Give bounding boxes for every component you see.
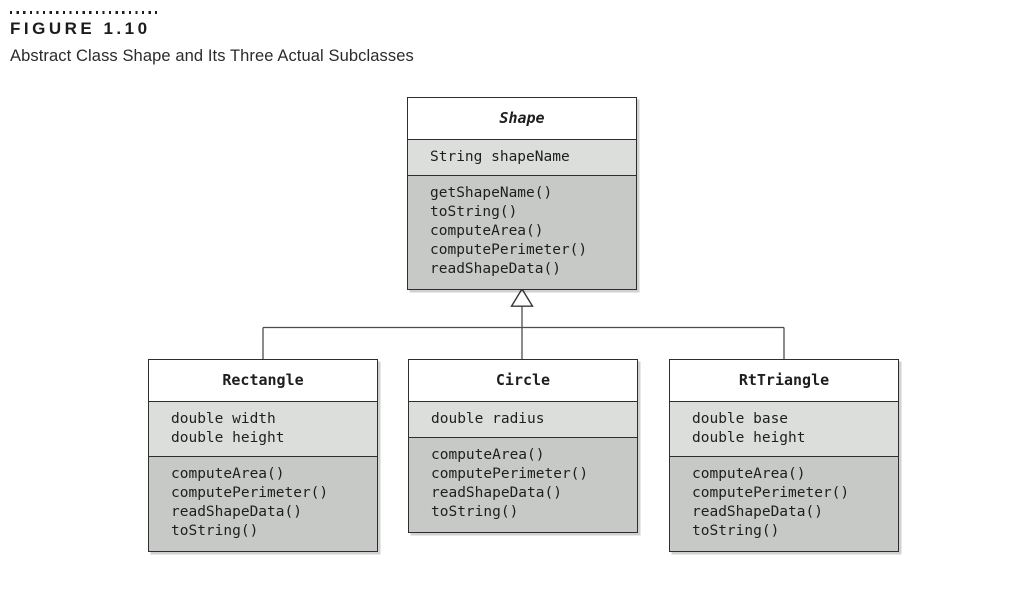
class-name-circle: Circle <box>409 360 637 402</box>
generalization-arrow-icon <box>510 287 534 307</box>
connector-lines <box>262 305 785 359</box>
class-attributes-rttriangle: double base double height <box>670 401 898 457</box>
class-attributes-circle: double radius <box>409 401 637 438</box>
class-methods-rectangle: computeArea() computePerimeter() readSha… <box>149 456 377 551</box>
class-name-shape: Shape <box>408 98 636 140</box>
class-name-rectangle: Rectangle <box>149 360 377 402</box>
class-box-circle: Circle double radius computeArea() compu… <box>408 359 638 533</box>
class-methods-rttriangle: computeArea() computePerimeter() readSha… <box>670 456 898 551</box>
class-name-rttriangle: RtTriangle <box>670 360 898 402</box>
class-attributes-shape: String shapeName <box>408 139 636 176</box>
class-methods-circle: computeArea() computePerimeter() readSha… <box>409 437 637 532</box>
figure-label: FIGURE 1.10 <box>10 19 151 38</box>
class-methods-shape: getShapeName() toString() computeArea() … <box>408 175 636 289</box>
dotted-rule <box>10 11 157 14</box>
class-attributes-rectangle: double width double height <box>149 401 377 457</box>
class-box-rttriangle: RtTriangle double base double height com… <box>669 359 899 552</box>
figure-caption: Abstract Class Shape and Its Three Actua… <box>10 47 414 65</box>
class-box-shape: Shape String shapeName getShapeName() to… <box>407 97 637 290</box>
class-box-rectangle: Rectangle double width double height com… <box>148 359 378 552</box>
